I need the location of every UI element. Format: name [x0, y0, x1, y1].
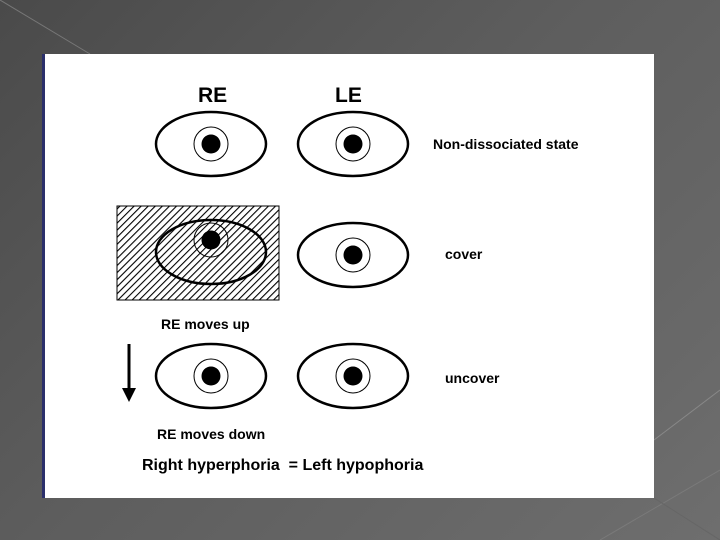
- summary-text: Right hyperphoria = Left hypophoria: [142, 457, 424, 474]
- right-eye-normal: [154, 110, 268, 178]
- eye-diagram: [116, 110, 410, 410]
- left-eye-cover: [296, 221, 410, 289]
- le-header: LE: [335, 84, 362, 107]
- label-non-dissociated: Non-dissociated state: [433, 136, 579, 152]
- left-eye-normal: [296, 110, 410, 178]
- slide: RE LE Non-dissociated state cover uncove…: [42, 54, 654, 498]
- re-header: RE: [198, 84, 228, 107]
- label-uncover: uncover: [445, 370, 500, 386]
- left-eye-uncover: [296, 342, 410, 410]
- caption-re-moves-up: RE moves up: [161, 316, 250, 332]
- down-arrow-icon: [122, 344, 136, 402]
- right-eye-covered: [154, 218, 268, 286]
- caption-re-moves-down: RE moves down: [157, 426, 266, 442]
- right-eye-uncover: [154, 342, 268, 410]
- label-cover: cover: [445, 246, 483, 262]
